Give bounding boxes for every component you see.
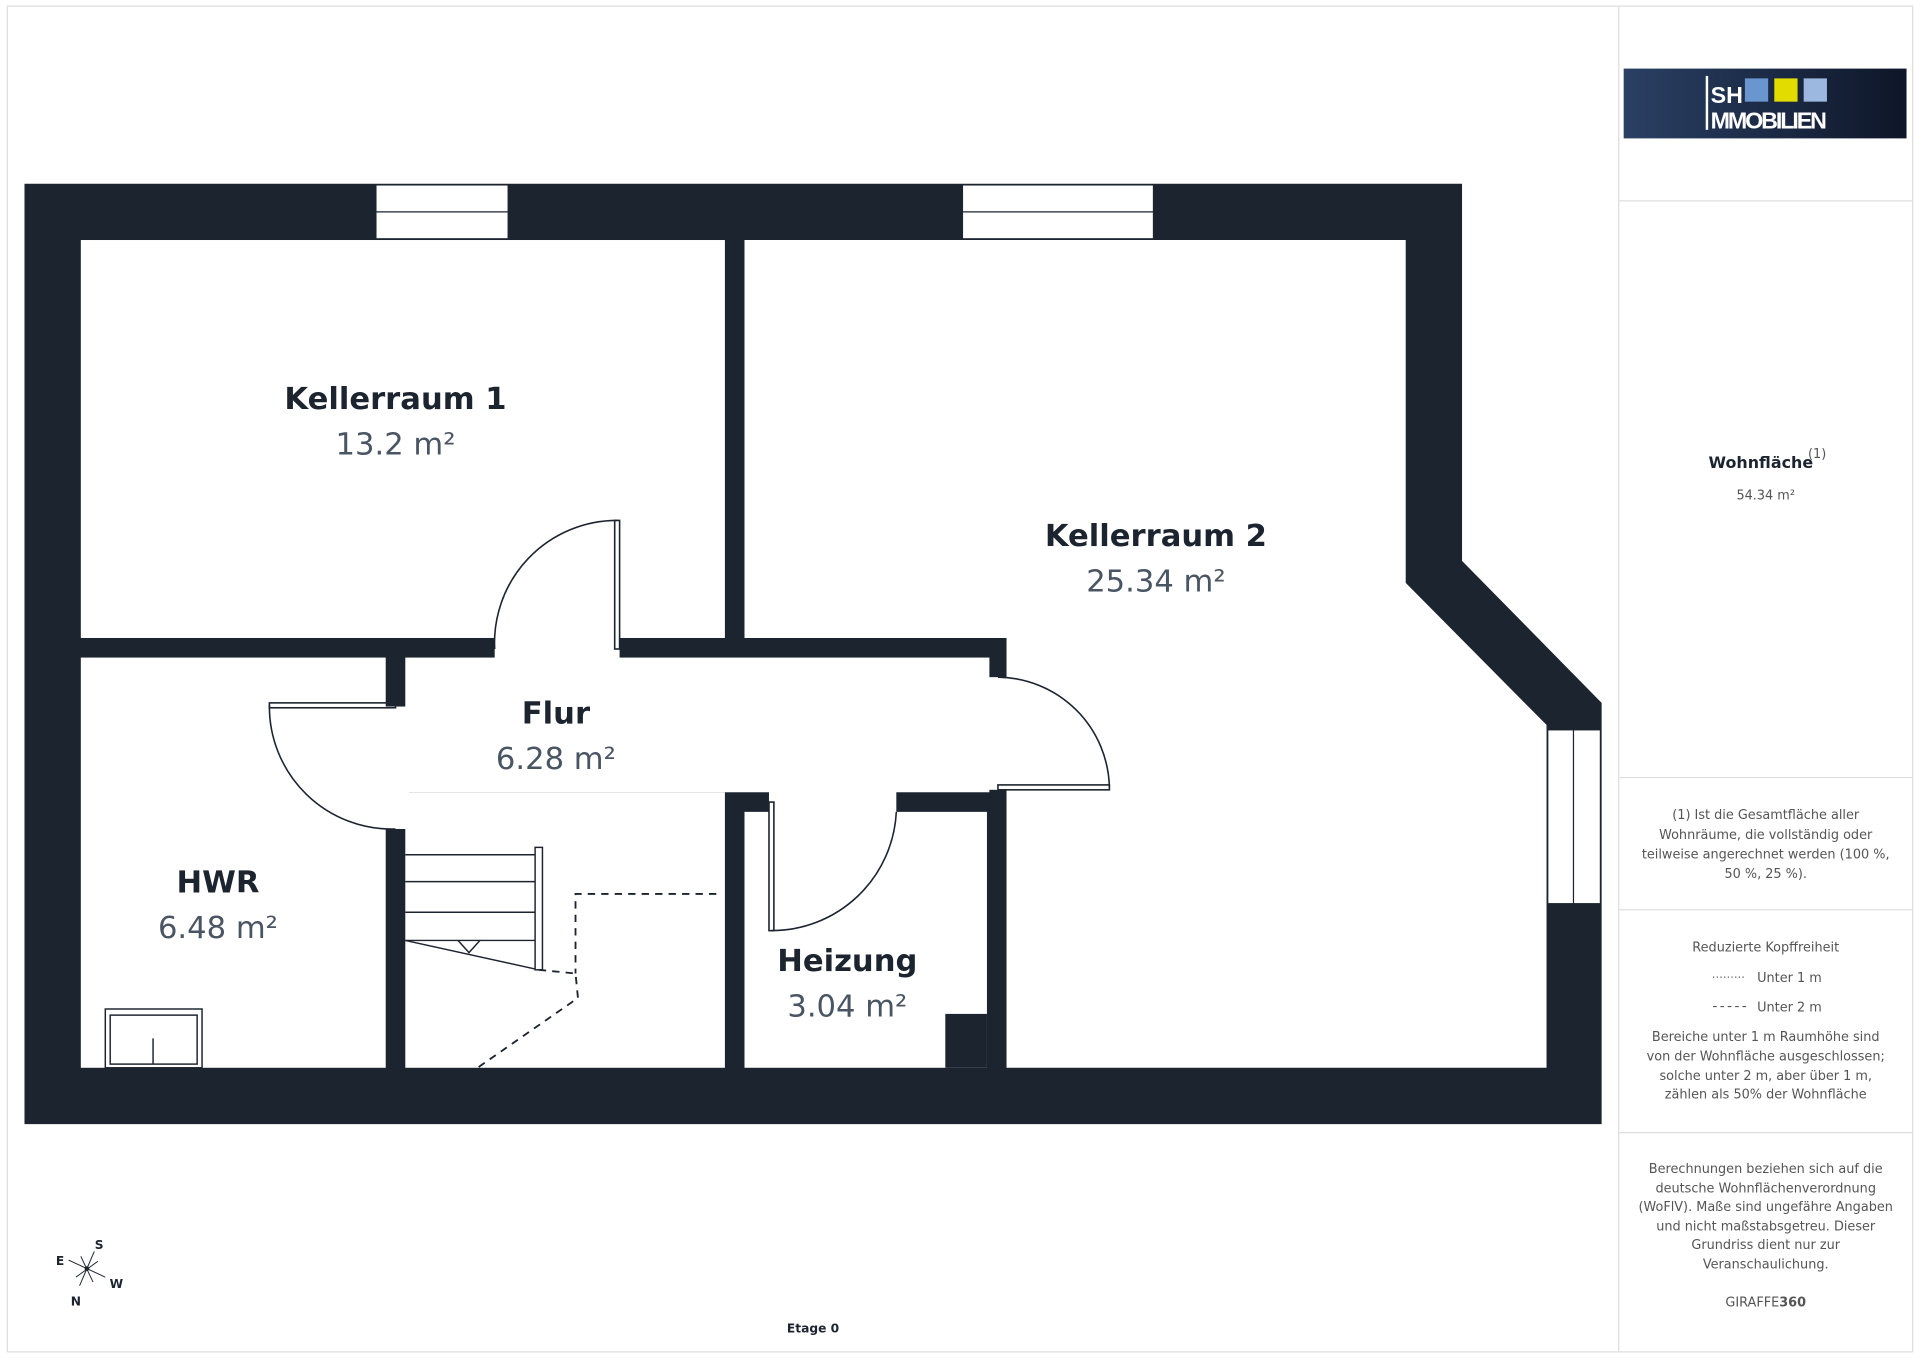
svg-text:zählen als 50% der Wohnfläche: zählen als 50% der Wohnfläche [1665, 1087, 1867, 1102]
room-area-heizung: 3.04 m² [787, 989, 907, 1024]
compass-icon [68, 1251, 106, 1286]
room-name-hwr: HWR [176, 866, 259, 901]
room-name-kellerraum2: Kellerraum 2 [1045, 519, 1267, 554]
svg-text:Unter 2 m: Unter 2 m [1757, 1000, 1822, 1015]
reduced-headroom-lines [477, 892, 717, 1069]
headroom-legend: Reduzierte Kopffreiheit Unter 1 m Unter … [1647, 940, 1885, 1102]
footnote: (1) Ist die Gesamtfläche aller Wohnräume… [1642, 808, 1890, 882]
svg-text:und nicht maßstabsgetreu. Dies: und nicht maßstabsgetreu. Dieser [1656, 1220, 1876, 1235]
room-area-flur: 6.28 m² [496, 742, 616, 777]
room-name-flur: Flur [522, 697, 590, 732]
washer-icon [104, 1008, 203, 1069]
svg-text:von der Wohnfläche ausgeschlos: von der Wohnfläche ausgeschlossen; [1647, 1049, 1885, 1064]
room-name-kellerraum1: Kellerraum 1 [284, 382, 506, 417]
room-area-kellerraum2: 25.34 m² [1086, 564, 1225, 599]
giraffe360-brand: GIRAFFE360 [1725, 1296, 1806, 1311]
compass-s: S [95, 1238, 104, 1252]
room-area-kellerraum1: 13.2 m² [336, 427, 456, 462]
disclaimer: Berechnungen beziehen sich auf die deuts… [1639, 1162, 1893, 1273]
room-name-heizung: Heizung [777, 944, 917, 979]
svg-text:Berechnungen beziehen sich auf: Berechnungen beziehen sich auf die [1649, 1162, 1883, 1177]
doors [268, 519, 1111, 932]
room-area-hwr: 6.48 m² [158, 911, 278, 946]
svg-text:Grundriss dient nur zur: Grundriss dient nur zur [1691, 1238, 1840, 1253]
staircase [405, 846, 544, 971]
svg-text:(1) Ist die Gesamtfläche aller: (1) Ist die Gesamtfläche aller [1672, 808, 1860, 823]
svg-text:Veranschaulichung.: Veranschaulichung. [1703, 1258, 1829, 1273]
compass-e: E [56, 1254, 64, 1268]
svg-text:Unter 1 m: Unter 1 m [1757, 971, 1822, 986]
floor-label: Etage 0 [787, 1321, 839, 1335]
company-logo: SH MMOBILIEN [1623, 68, 1907, 139]
wall-notch [945, 1013, 987, 1068]
svg-text:teilweise angerechnet werden (: teilweise angerechnet werden (100 %, [1642, 847, 1890, 862]
compass-w: W [110, 1277, 124, 1291]
svg-text:solche unter 2 m, aber über 1: solche unter 2 m, aber über 1 m, [1659, 1069, 1872, 1084]
svg-text:Bereiche unter 1 m Raumhöhe si: Bereiche unter 1 m Raumhöhe sind [1652, 1030, 1880, 1045]
wohnflaeche-value: 54.34 m² [1736, 489, 1795, 504]
panel-separators [1618, 200, 1913, 1134]
svg-text:(WoFlV). Maße sind ungefähre A: (WoFlV). Maße sind ungefähre Angaben [1639, 1200, 1893, 1215]
wohnflaeche-label: Wohnfläche [1709, 453, 1814, 472]
svg-text:Reduzierte Kopffreiheit: Reduzierte Kopffreiheit [1692, 940, 1839, 955]
svg-text:50 %, 25 %).: 50 %, 25 %). [1724, 867, 1807, 882]
svg-text:deutsche Wohnflächenverordnung: deutsche Wohnflächenverordnung [1655, 1182, 1876, 1197]
room-floors [80, 240, 1547, 1068]
wohnflaeche-sup: (1) [1808, 447, 1826, 462]
logo-text-bottom: MMOBILIEN [1711, 108, 1827, 134]
svg-text:Wohnräume, die vollständig ode: Wohnräume, die vollständig oder [1659, 828, 1873, 843]
logo-text-top: SH [1711, 82, 1743, 108]
windows [375, 184, 1602, 905]
compass-n: N [71, 1294, 81, 1308]
